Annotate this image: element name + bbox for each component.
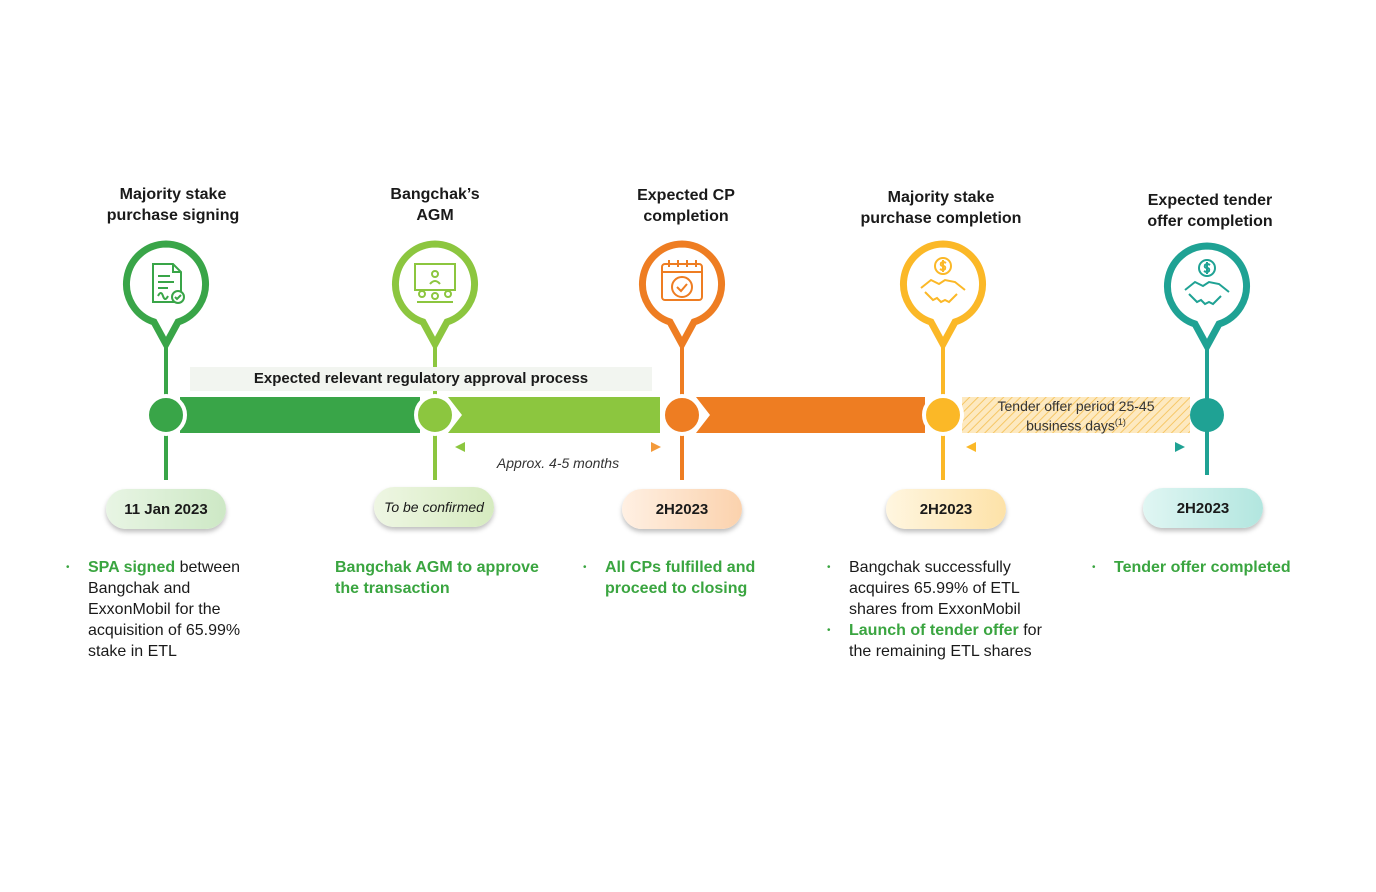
node-dot-1 (145, 394, 187, 436)
handshake-dollar-icon (1163, 242, 1251, 350)
milestone-title-3: Expected CP completion (637, 187, 735, 225)
tender-arrow (966, 442, 1185, 452)
description-5: • Tender offer completed (1092, 559, 1291, 576)
description-2: Bangchak AGM to approve the transaction (335, 559, 539, 597)
description-3: • All CPs fulfilled and proceed to closi… (583, 559, 756, 597)
milestone-title-2: Bangchak’s AGM (390, 186, 480, 224)
node-dot-3 (661, 394, 703, 436)
description-1: • SPA signed between Bangchak and ExxonM… (66, 559, 241, 660)
signed-document-icon (121, 240, 210, 348)
milestone-title-4: Majority stake purchase completion (860, 189, 1022, 227)
bar-segment-1 (180, 397, 420, 433)
handshake-dollar-icon (899, 240, 987, 348)
node-dot-5 (1190, 398, 1224, 432)
date-pill-4: 2H2023 (886, 489, 1006, 529)
meeting-board-icon (391, 240, 479, 348)
date-pill-1: 11 Jan 2023 (106, 489, 226, 529)
bar-segment-2 (448, 397, 660, 433)
milestone-title-5: Expected tender offer completion (1147, 192, 1273, 230)
bar-segment-3 (696, 397, 925, 433)
tender-period-bar (962, 397, 1190, 433)
tender-period-label: Tender offer period 25-45 business days(… (997, 398, 1155, 434)
node-dot-2 (414, 394, 456, 436)
date-pill-2: To be confirmed (374, 487, 494, 527)
node-dot-4 (922, 394, 964, 436)
approx-arrow (455, 442, 661, 452)
approx-months-label: Approx. 4-5 months (496, 455, 620, 471)
calendar-check-icon (638, 240, 726, 348)
milestone-title-1: Majority stake purchase signing (106, 186, 240, 224)
description-4: • Bangchak successfully acquires 65.99% … (827, 559, 1042, 660)
date-pill-3: 2H2023 (622, 489, 742, 529)
approval-process-label: Expected relevant regulatory approval pr… (190, 367, 652, 391)
date-pill-5: 2H2023 (1143, 488, 1263, 528)
